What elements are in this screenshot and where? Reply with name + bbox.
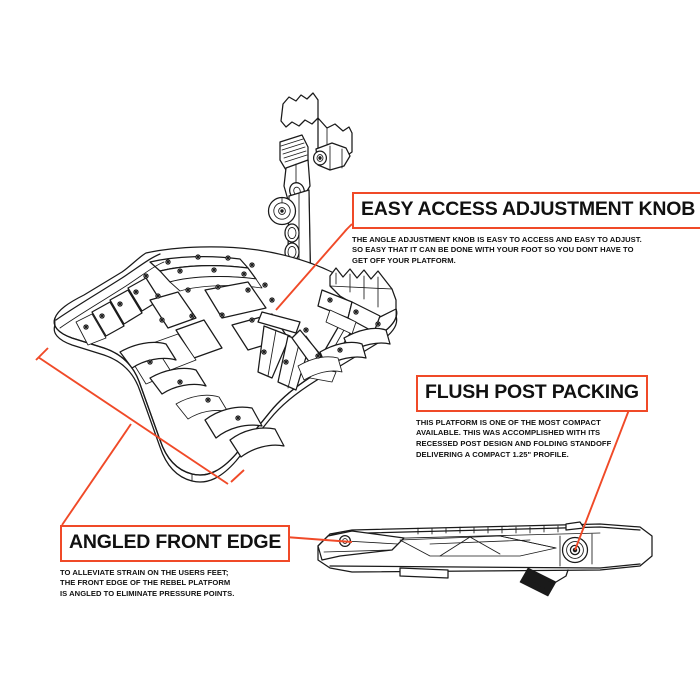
callout-body-flush-post-packing: THIS PLATFORM IS ONE OF THE MOST COMPACT…	[416, 417, 612, 459]
callout-title-angled-front-edge: ANGLED FRONT EDGE	[60, 525, 291, 562]
folding-standoff	[519, 567, 569, 597]
callout-easy-access-adjustment-knob: EASY ACCESS ADJUSTMENT KNOB THE ANGLE AD…	[352, 192, 700, 267]
callout-flush-post-packing: FLUSH POST PACKING THIS PLATFORM IS ONE …	[416, 375, 648, 461]
platform-side-profile	[317, 521, 653, 597]
callout-body-easy-access-adjustment-knob: THE ANGLE ADJUSTMENT KNOB IS EASY TO ACC…	[352, 234, 642, 266]
leader-line-front-edge-drop	[61, 423, 132, 526]
platform-deck-isometric	[53, 246, 398, 483]
callout-body-angled-front-edge: TO ALLEVIATE STRAIN ON THE USERS FEET; T…	[60, 567, 235, 599]
callout-title-easy-access-adjustment-knob: EASY ACCESS ADJUSTMENT KNOB	[352, 192, 700, 229]
callout-angled-front-edge: ANGLED FRONT EDGE TO ALLEVIATE STRAIN ON…	[60, 525, 291, 600]
leader-line-front-edge	[35, 347, 245, 485]
callout-title-flush-post-packing: FLUSH POST PACKING	[416, 375, 648, 412]
leader-line-knob	[275, 223, 353, 311]
mount-bracket-assembly	[279, 92, 353, 201]
